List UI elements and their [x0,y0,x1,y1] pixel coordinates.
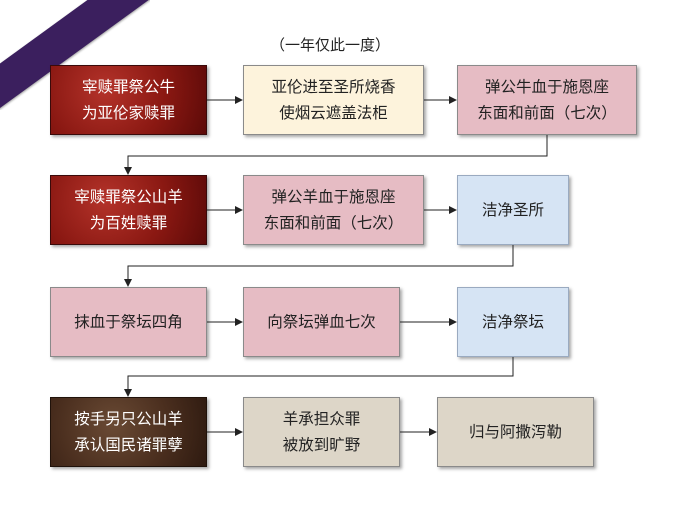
frequency-note: （一年仅此一度） [269,36,390,54]
step-cleanse-sanctuary: 洁净圣所 [457,175,569,245]
step-sprinkle-altar: 向祭坛弹血七次 [243,287,400,357]
step-cleanse-altar: 洁净祭坛 [457,287,569,357]
arrow-r1-to-r2 [124,135,548,175]
step-goat-to-wilderness: 羊承担众罪 被放到旷野 [243,397,400,467]
arrow-r3-to-r4 [124,357,514,397]
step-bull-blood-sprinkle: 弹公牛血于施恩座 东面和前面（七次） [457,65,637,135]
step-to-azazel: 归与阿撒泻勒 [437,397,594,467]
step-anoint-altar-horns: 抹血于祭坛四角 [50,287,207,357]
step-bull-sacrifice: 宰赎罪祭公牛 为亚伦家赎罪 [50,65,207,135]
step-goat-sacrifice: 宰赎罪祭公山羊 为百姓赎罪 [50,175,207,245]
step-incense-cloud: 亚伦进至圣所烧香 使烟云遮盖法柜 [243,65,424,135]
arrow-r2-to-r3 [124,245,514,287]
step-lay-hands-scapegoat: 按手另只公山羊 承认国民诸罪孽 [50,397,207,467]
step-goat-blood-sprinkle: 弹公羊血于施恩座 东面和前面（七次） [243,175,424,245]
